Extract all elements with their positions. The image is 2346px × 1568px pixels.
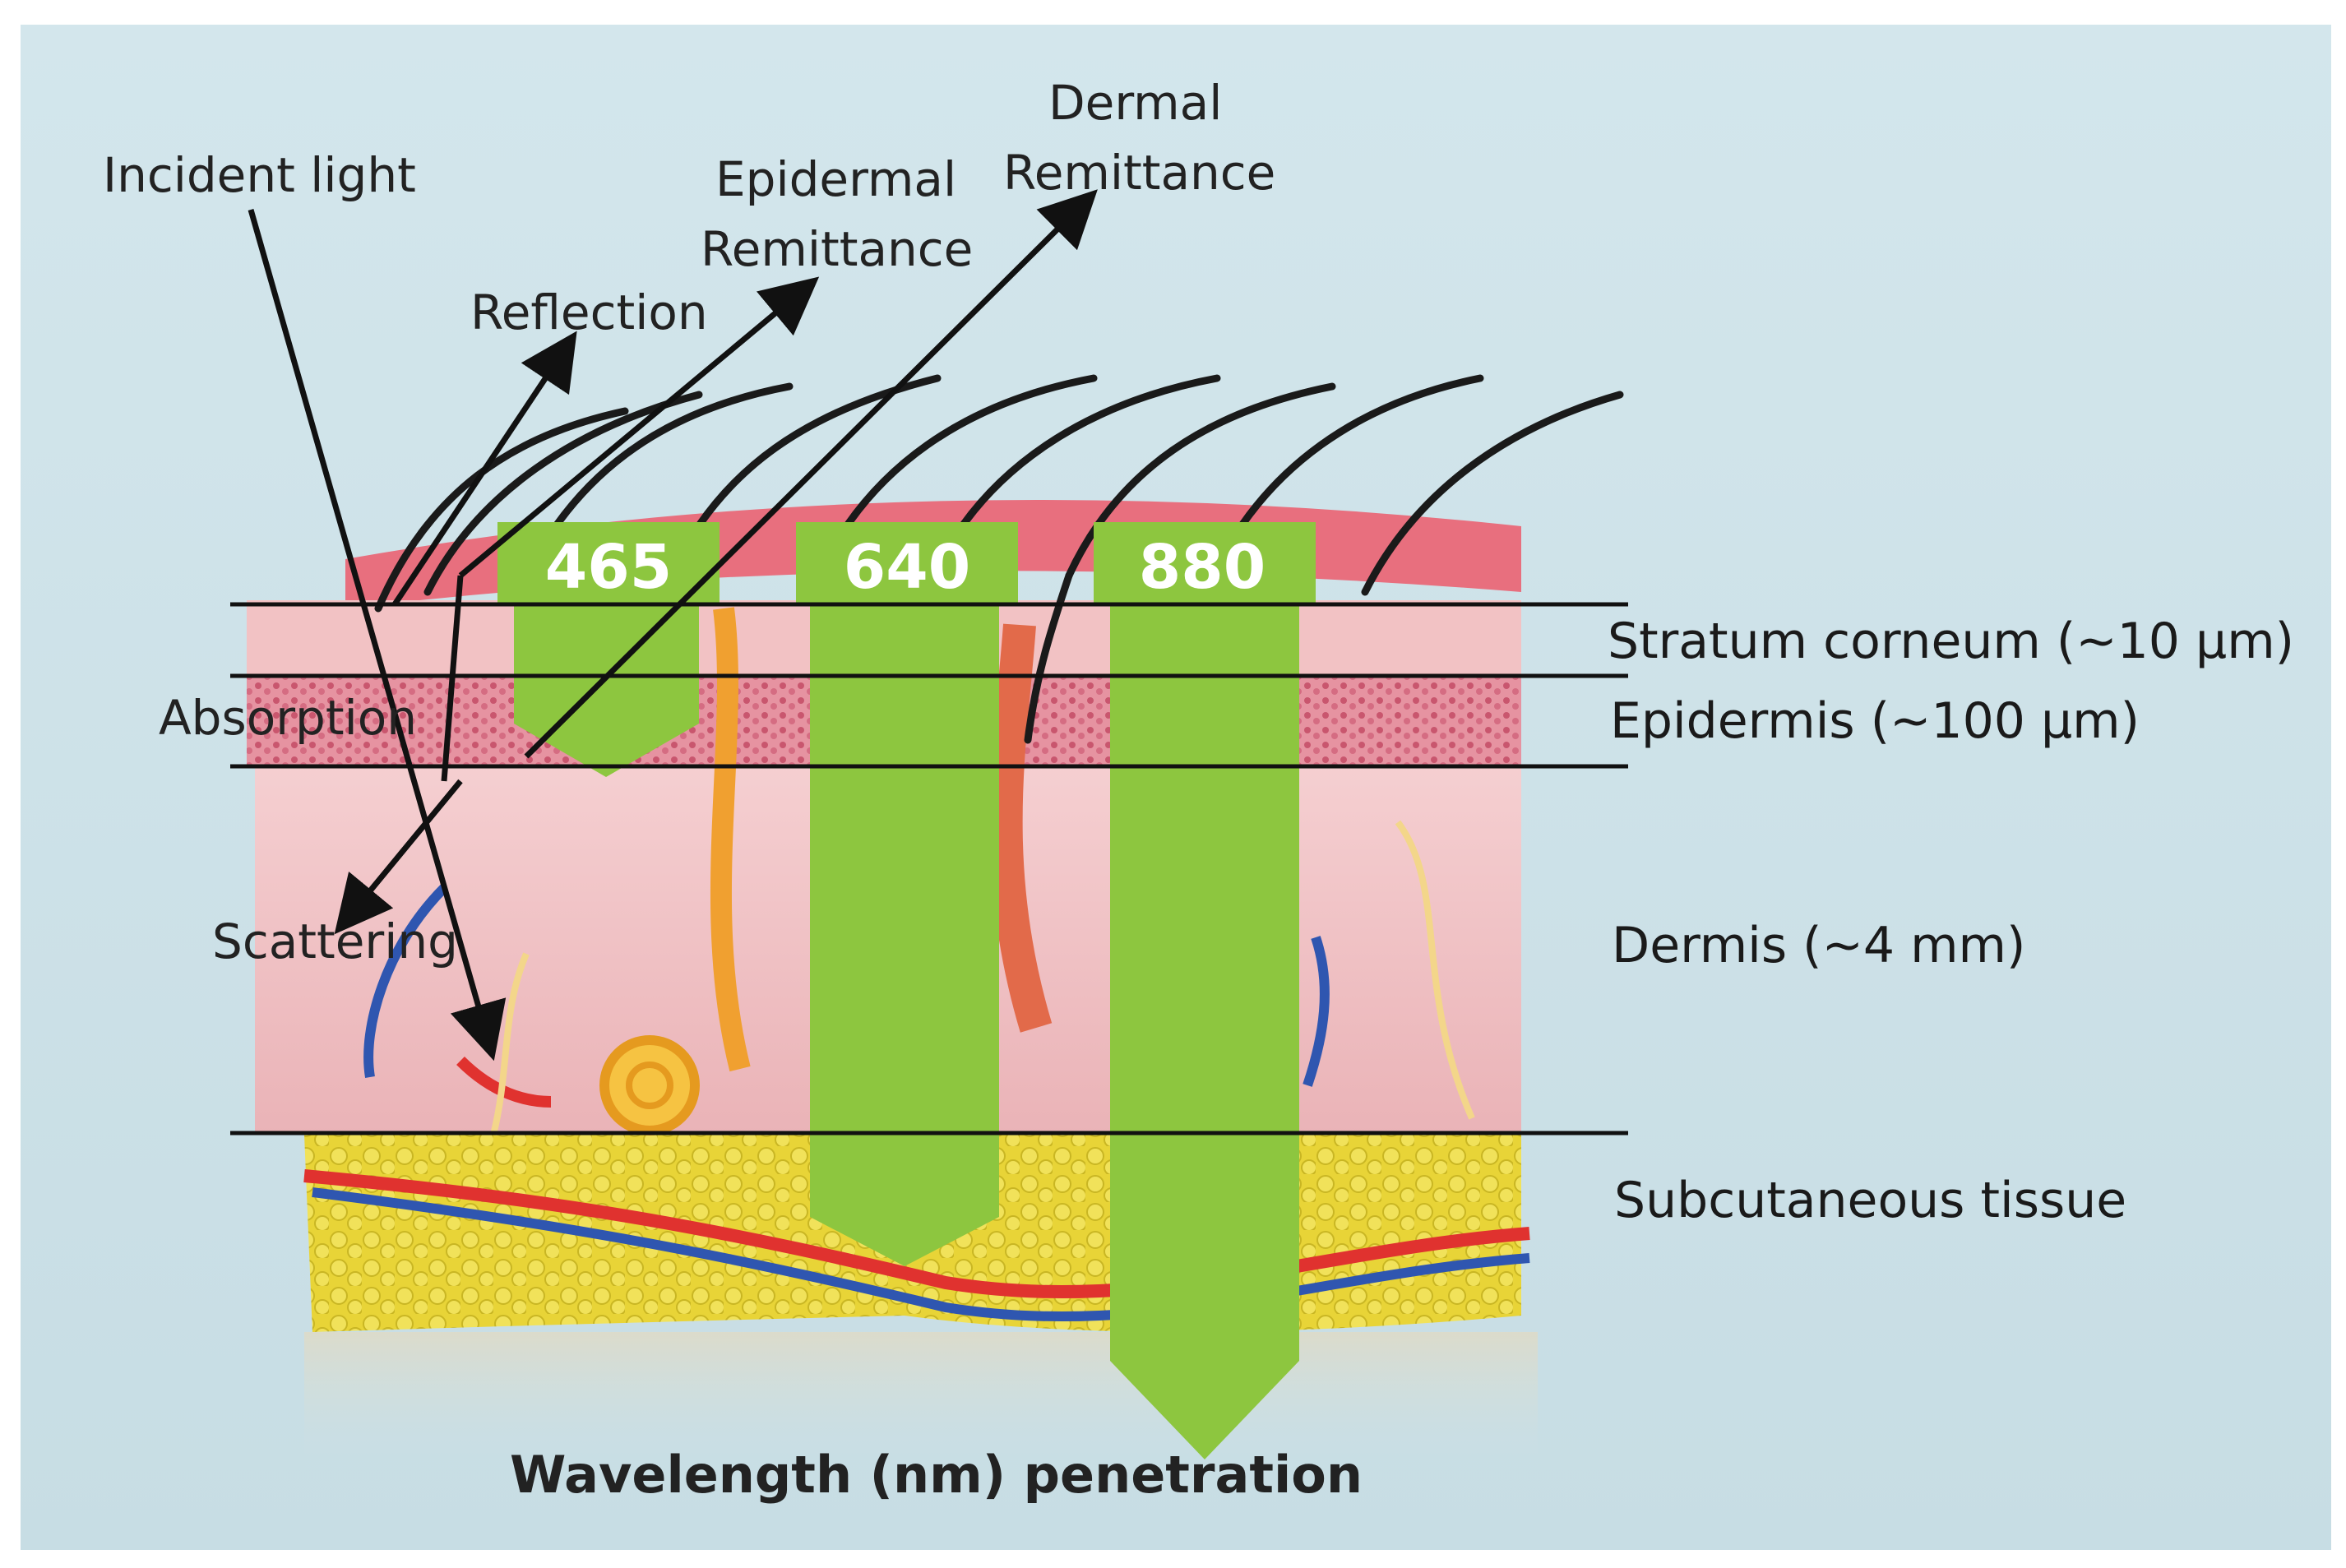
vessel-branch: [1303, 936, 1330, 1087]
bar-880-body: [1110, 604, 1299, 1459]
sweat-gland: [626, 1062, 673, 1109]
label-scattering: Scattering: [212, 914, 458, 969]
vessel-branch: [456, 1057, 552, 1108]
bar-880-tab: [1094, 522, 1316, 604]
label-dermal-1: Dermal: [1048, 75, 1222, 131]
scattering-arrow: [334, 779, 463, 935]
hair-follicle: [989, 623, 1053, 1033]
incident-light-arrow: [248, 209, 507, 1062]
layer-label-subcutaneous: Subcutaneous tissue: [1614, 1172, 2126, 1229]
nerve: [490, 952, 530, 1136]
label-epidermal-1: Epidermal: [715, 151, 956, 207]
layer-label-epidermis: Epidermis (~100 µm): [1610, 692, 2140, 750]
label-incident-light: Incident light: [103, 147, 416, 203]
artery: [303, 1169, 1530, 1298]
reflection-arrow: [392, 331, 577, 606]
light-paths: [248, 189, 1098, 1062]
label-reflection: Reflection: [470, 284, 708, 340]
label-epidermal-2: Remittance: [701, 221, 973, 277]
bar-640-body: [810, 604, 999, 1266]
vessel-branch: [363, 884, 448, 1078]
wavelength-bar-465: 465: [497, 522, 720, 777]
label-dermal-2: Remittance: [1003, 145, 1275, 201]
bar-465-label: 465: [545, 532, 672, 603]
epidermal-remittance-arrow-down: [441, 575, 464, 782]
bar-465-body: [514, 604, 699, 777]
sweat-gland: [599, 1035, 700, 1136]
hair-follicle: [710, 607, 751, 1072]
nerve: [1395, 820, 1475, 1120]
wavelength-bars: 465 640 880: [497, 522, 1316, 1459]
layer-lines: [230, 602, 1628, 1136]
vein: [312, 1187, 1530, 1321]
wavelength-bar-640: 640: [796, 522, 1018, 1266]
epidermal-remittance-arrow: [458, 276, 820, 578]
wavelength-bar-880: 880: [1094, 522, 1316, 1459]
block-reflection: [304, 1332, 1538, 1472]
dermal-remittance-arrow: [524, 189, 1098, 759]
layer-label-dermis: Dermis (~4 mm): [1612, 917, 2025, 974]
layer-label-stratum-corneum: Stratum corneum (~10 µm): [1608, 613, 2294, 670]
caption: Wavelength (nm) penetration: [510, 1445, 1363, 1505]
bar-640-label: 640: [844, 532, 970, 603]
label-absorption: Absorption: [159, 690, 417, 746]
annotations: Incident light Reflection Epidermal Remi…: [103, 75, 1275, 969]
layer-labels: Stratum corneum (~10 µm) Epidermis (~100…: [1608, 613, 2294, 1229]
bar-640-tab: [796, 522, 1018, 604]
bar-880-label: 880: [1139, 532, 1266, 603]
bar-465-tab: [497, 522, 720, 604]
